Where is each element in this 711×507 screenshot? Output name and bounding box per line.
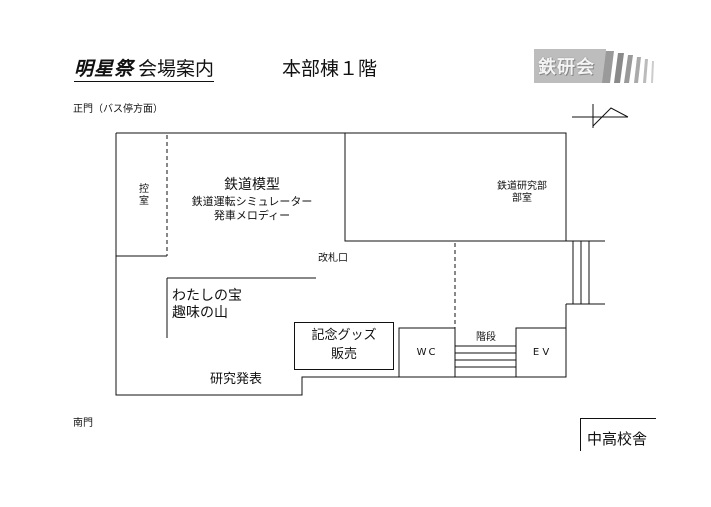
club-room-label: 鉄道研究部部室: [497, 181, 547, 204]
club-logo-stripes-icon: [534, 49, 654, 83]
wc-label: WC: [416, 347, 438, 358]
page-title-text: 会場案内: [138, 58, 215, 80]
presentation-room-label: 研究発表: [210, 372, 263, 387]
middle-high-building: 中高校舎: [580, 418, 656, 451]
stairs-label: 階段: [476, 332, 496, 343]
festival-logo: 明星祭: [74, 58, 135, 80]
main-gate-label: 正門（バス停方面）: [73, 104, 163, 115]
page-title: 明星祭会場案内: [74, 58, 215, 82]
railway-model-room-label: 鉄道模型 鉄道運転シミュレーター 発車メロディー: [191, 177, 313, 222]
north-arrow-icon: [572, 104, 629, 128]
goods-sales-box: 記念グッズ販売: [294, 322, 394, 370]
south-gate-label: 南門: [73, 418, 93, 429]
ev-label: E V: [532, 347, 550, 358]
treasure-room-label: わたしの宝趣味の山: [172, 288, 242, 321]
ticket-gate-label: 改札口: [318, 253, 348, 264]
club-logo: 鉄研会: [534, 49, 660, 85]
waiting-room-label: 控室: [139, 184, 149, 207]
floor-label: 本部棟１階: [282, 58, 378, 80]
middle-high-building-label: 中高校舎: [587, 430, 648, 448]
club-logo-text: 鉄研会: [538, 57, 595, 78]
